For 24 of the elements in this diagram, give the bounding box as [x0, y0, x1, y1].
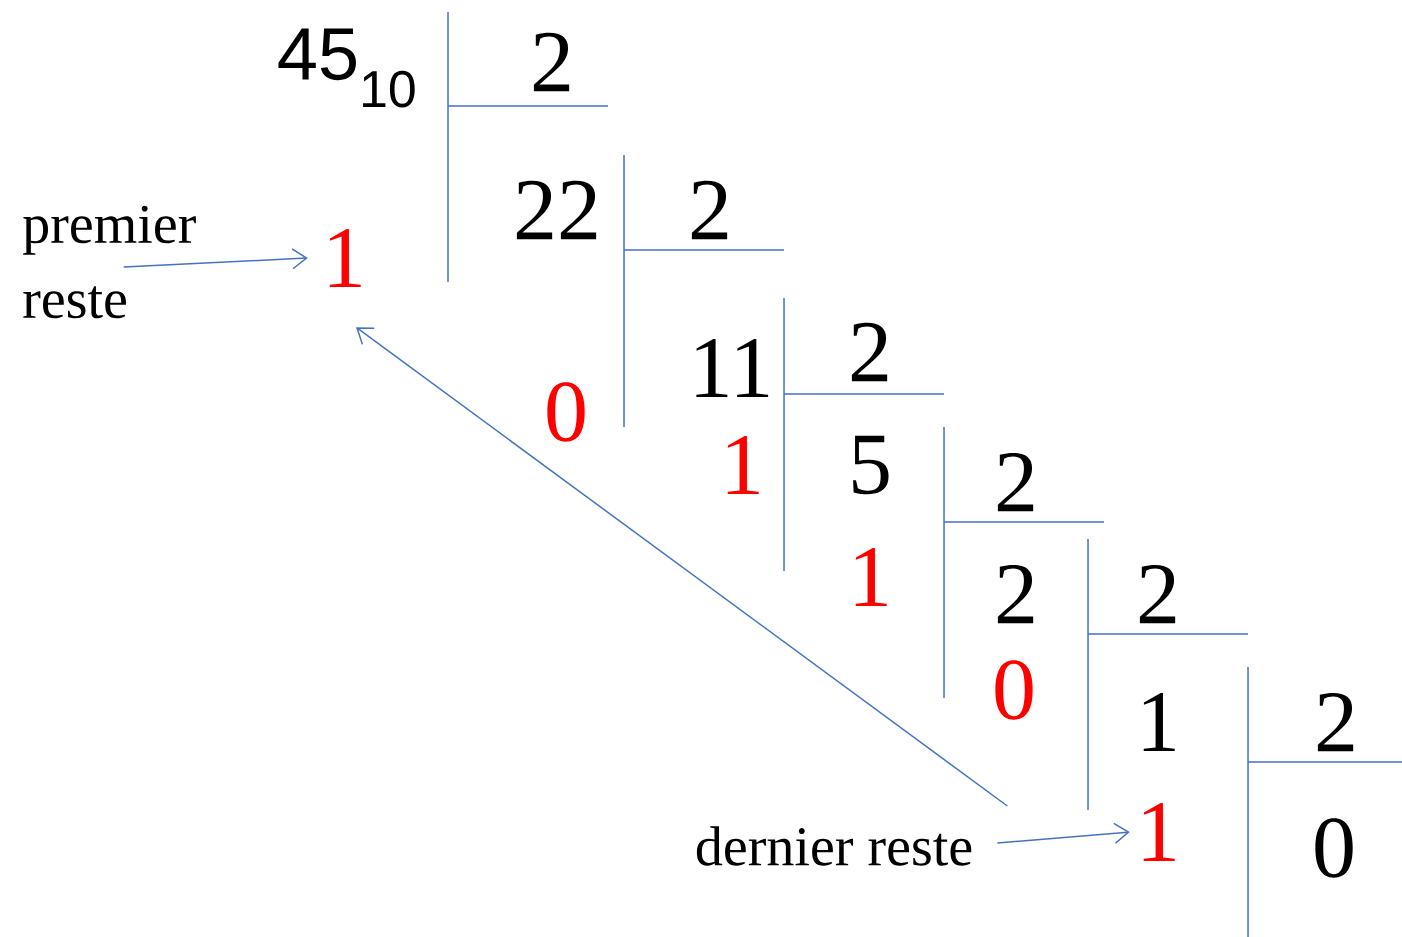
number: 1 [1143, 692, 1175, 752]
number: 11 [696, 338, 769, 398]
number: 2 [1139, 564, 1176, 624]
number: 45$_{10}$ [278, 28, 415, 108]
arrow [356, 327, 1009, 807]
arrow [996, 822, 1130, 844]
number: 0 [1315, 818, 1353, 878]
note-text: premier reste [23, 205, 196, 319]
number: 2 [997, 564, 1034, 624]
remainder-digit: 1 [855, 547, 887, 607]
remainder-digit: 1 [329, 228, 361, 288]
number: 5 [853, 435, 889, 495]
remainder-digit: 1 [727, 435, 759, 495]
remainder-digit: 0 [995, 660, 1033, 720]
number: 22 [516, 180, 597, 240]
number: 2 [691, 180, 728, 240]
arrow [122, 248, 308, 270]
note-text: dernier reste [696, 826, 972, 866]
remainder-digit: 0 [547, 382, 585, 442]
remainder-digit: 1 [1143, 802, 1175, 862]
number: 2 [1317, 692, 1354, 752]
number: 2 [851, 322, 888, 382]
number: 2 [997, 452, 1034, 512]
number: 2 [533, 32, 570, 92]
